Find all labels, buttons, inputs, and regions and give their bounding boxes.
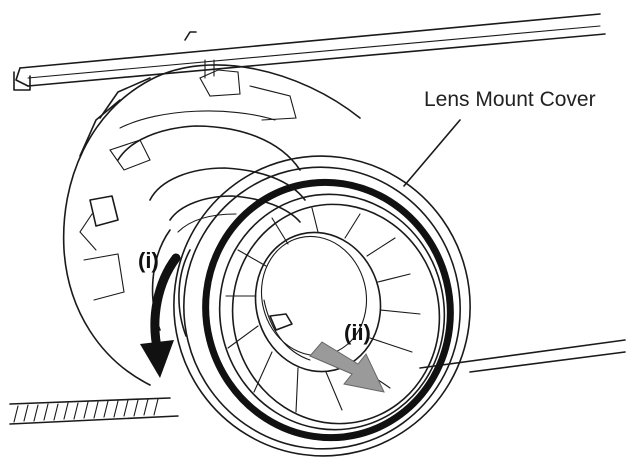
callout-leader-line (403, 119, 461, 187)
lens-mount-housing (62, 59, 361, 386)
rotate-arrow-i (140, 253, 181, 378)
vent-strip (9, 339, 626, 425)
mount-barrel (117, 125, 306, 337)
lens-mount-cover (173, 155, 471, 457)
step-ii-label: (ii) (344, 320, 371, 345)
remove-arrow-ii (309, 341, 385, 393)
projector-top-edge (13, 13, 606, 91)
step-i-label: (i) (138, 248, 159, 273)
cover-ribs (225, 207, 421, 413)
lens-mount-cover-label: Lens Mount Cover (424, 88, 596, 111)
